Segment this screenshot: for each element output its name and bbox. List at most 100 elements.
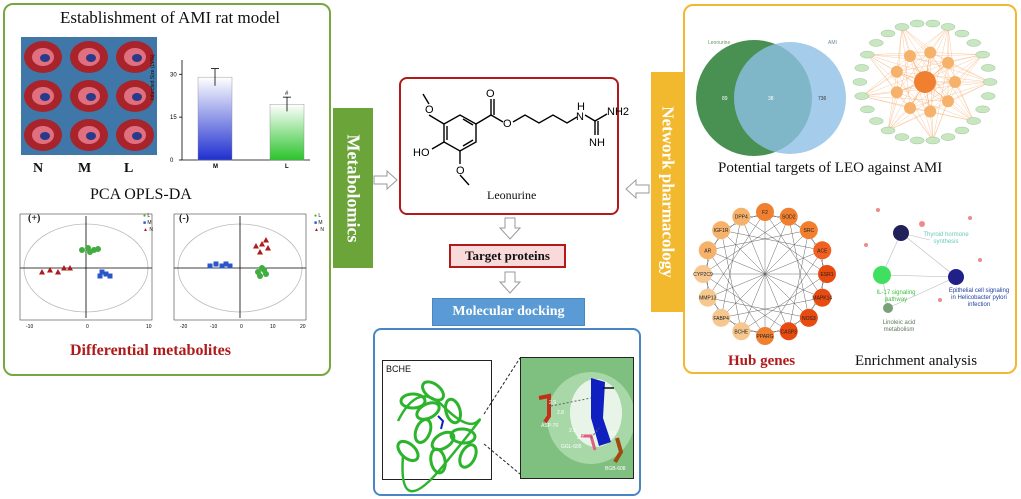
venn-left-count: 89 <box>722 96 728 102</box>
hub-gene-label: NOS3 <box>802 316 816 322</box>
hub-gene-label: SRC <box>804 228 815 234</box>
atom-o-top: O <box>425 104 434 116</box>
pca-point <box>87 249 93 255</box>
pca-point <box>107 273 113 279</box>
network-pharmacology-tab: Network pharmacology <box>651 72 685 312</box>
enrichment-network <box>864 208 982 313</box>
enrich-node-4 <box>883 303 893 313</box>
hub-genes-network: F2SOD2SRCACEESR1MAPK14NOS3CASP3PPARGBCHE… <box>693 203 836 345</box>
ppi-node <box>975 105 990 114</box>
arrow-down-icon <box>498 217 522 240</box>
helix <box>413 418 433 444</box>
ppi-node <box>940 23 956 31</box>
bar-category-label: L <box>285 164 289 170</box>
ppi-hub-node <box>914 71 936 93</box>
pca-tick: -10 <box>26 324 33 330</box>
ppi-node <box>954 29 970 38</box>
pca-point <box>39 269 45 275</box>
ppi-core-node <box>949 76 961 88</box>
atom-nh2: NH2 <box>607 106 629 118</box>
zoom-lines <box>483 357 521 475</box>
arrow-right-icon <box>373 169 398 191</box>
hub-gene-label: MMP13 <box>699 296 716 302</box>
hub-gene-label: ESR1 <box>820 272 833 278</box>
helix <box>399 392 427 410</box>
atom-o-ester: O <box>503 118 512 130</box>
pca-point <box>219 263 225 269</box>
venn-diagram: Leonurine AMI 89 38 736 <box>696 40 846 156</box>
binding-site-image: ASP-70 GGL-605 BGB-608 2.8 2.7 2.5 3.3 2… <box>520 357 634 479</box>
bar-significance-mark: # <box>285 91 289 97</box>
ppi-core-node <box>890 86 903 99</box>
enrich-label-epithelial: Epithelial cell signaling in Helicobacte… <box>948 288 1010 308</box>
hub-gene-node <box>779 207 798 226</box>
bar-tick-label: 0 <box>170 158 174 164</box>
enrich-node-1 <box>893 225 909 241</box>
atom-n-link: N <box>576 111 584 123</box>
pca-point <box>227 263 233 269</box>
legend-m: ■ M <box>143 220 152 226</box>
pca-tick: 0 <box>86 324 89 330</box>
venn-right-label: AMI <box>828 40 837 46</box>
ppi-core-node <box>941 56 954 69</box>
potential-targets-caption: Potential targets of LEO against AMI <box>718 160 943 176</box>
ppi-node <box>981 92 996 100</box>
venn-overlap-count: 38 <box>768 96 774 102</box>
ppi-node <box>869 117 884 125</box>
atom-ho: HO <box>413 147 430 159</box>
ppi-node <box>925 19 941 28</box>
pca-tick: 20 <box>300 324 306 330</box>
compound-name: Leonurine <box>487 188 537 202</box>
ppi-node <box>854 92 869 100</box>
hub-gene-node <box>756 203 774 221</box>
enrich-node-2 <box>948 269 964 285</box>
ppi-node <box>894 23 910 31</box>
ppi-node <box>981 64 996 72</box>
hub-gene-node <box>712 308 731 327</box>
pca-tick: 10 <box>270 324 276 330</box>
hub-gene-node <box>818 265 836 283</box>
venn-right-count: 736 <box>818 96 827 102</box>
hub-gene-label: SOD2 <box>782 215 796 221</box>
ppi-node <box>894 133 910 141</box>
ppi-node <box>852 78 868 86</box>
pca-point <box>259 265 265 271</box>
hub-gene-label: CYP2C9 <box>693 272 713 278</box>
residue-bgb: BGB-608 <box>605 466 626 472</box>
bar-category-label: M <box>213 164 218 170</box>
leonurine-structure: O O O HO N H NH2 NH O <box>413 88 629 186</box>
arrow-left-icon <box>625 178 650 200</box>
ppi-core-node <box>941 95 954 108</box>
hub-gene-label: CASP3 <box>781 329 798 335</box>
arrow-down-icon <box>498 271 522 294</box>
hub-gene-node <box>698 288 717 307</box>
hub-gene-label: F2 <box>762 210 768 216</box>
protein-structure-image <box>382 360 492 493</box>
pca-point <box>47 267 53 273</box>
hub-gene-node <box>732 207 751 226</box>
pca-point <box>61 265 67 271</box>
pca-point <box>67 265 73 271</box>
helix <box>430 430 456 452</box>
ppi-node <box>954 126 970 135</box>
helix <box>415 401 441 421</box>
ppi-node <box>854 64 869 72</box>
hub-gene-label: PPARG <box>756 334 773 340</box>
ppi-node <box>860 50 875 59</box>
ppi-network <box>852 19 998 145</box>
leonurine-structure-box <box>399 77 619 215</box>
atom-h-link: H <box>577 101 585 113</box>
hub-gene-label: IGF1R <box>714 228 729 234</box>
molecular-docking-box: Molecular docking <box>432 298 585 326</box>
heart-slices-image <box>24 41 154 151</box>
bar-tick-label: 30 <box>170 72 177 78</box>
pca-point <box>99 269 105 275</box>
enrichment-caption: Enrichment analysis <box>855 353 978 369</box>
heart-label-l: L <box>124 161 134 176</box>
bar-l <box>269 104 305 161</box>
ppi-node <box>869 39 884 47</box>
ppi-node <box>880 29 896 38</box>
hub-gene-node <box>799 221 818 240</box>
pca-point <box>213 261 219 267</box>
